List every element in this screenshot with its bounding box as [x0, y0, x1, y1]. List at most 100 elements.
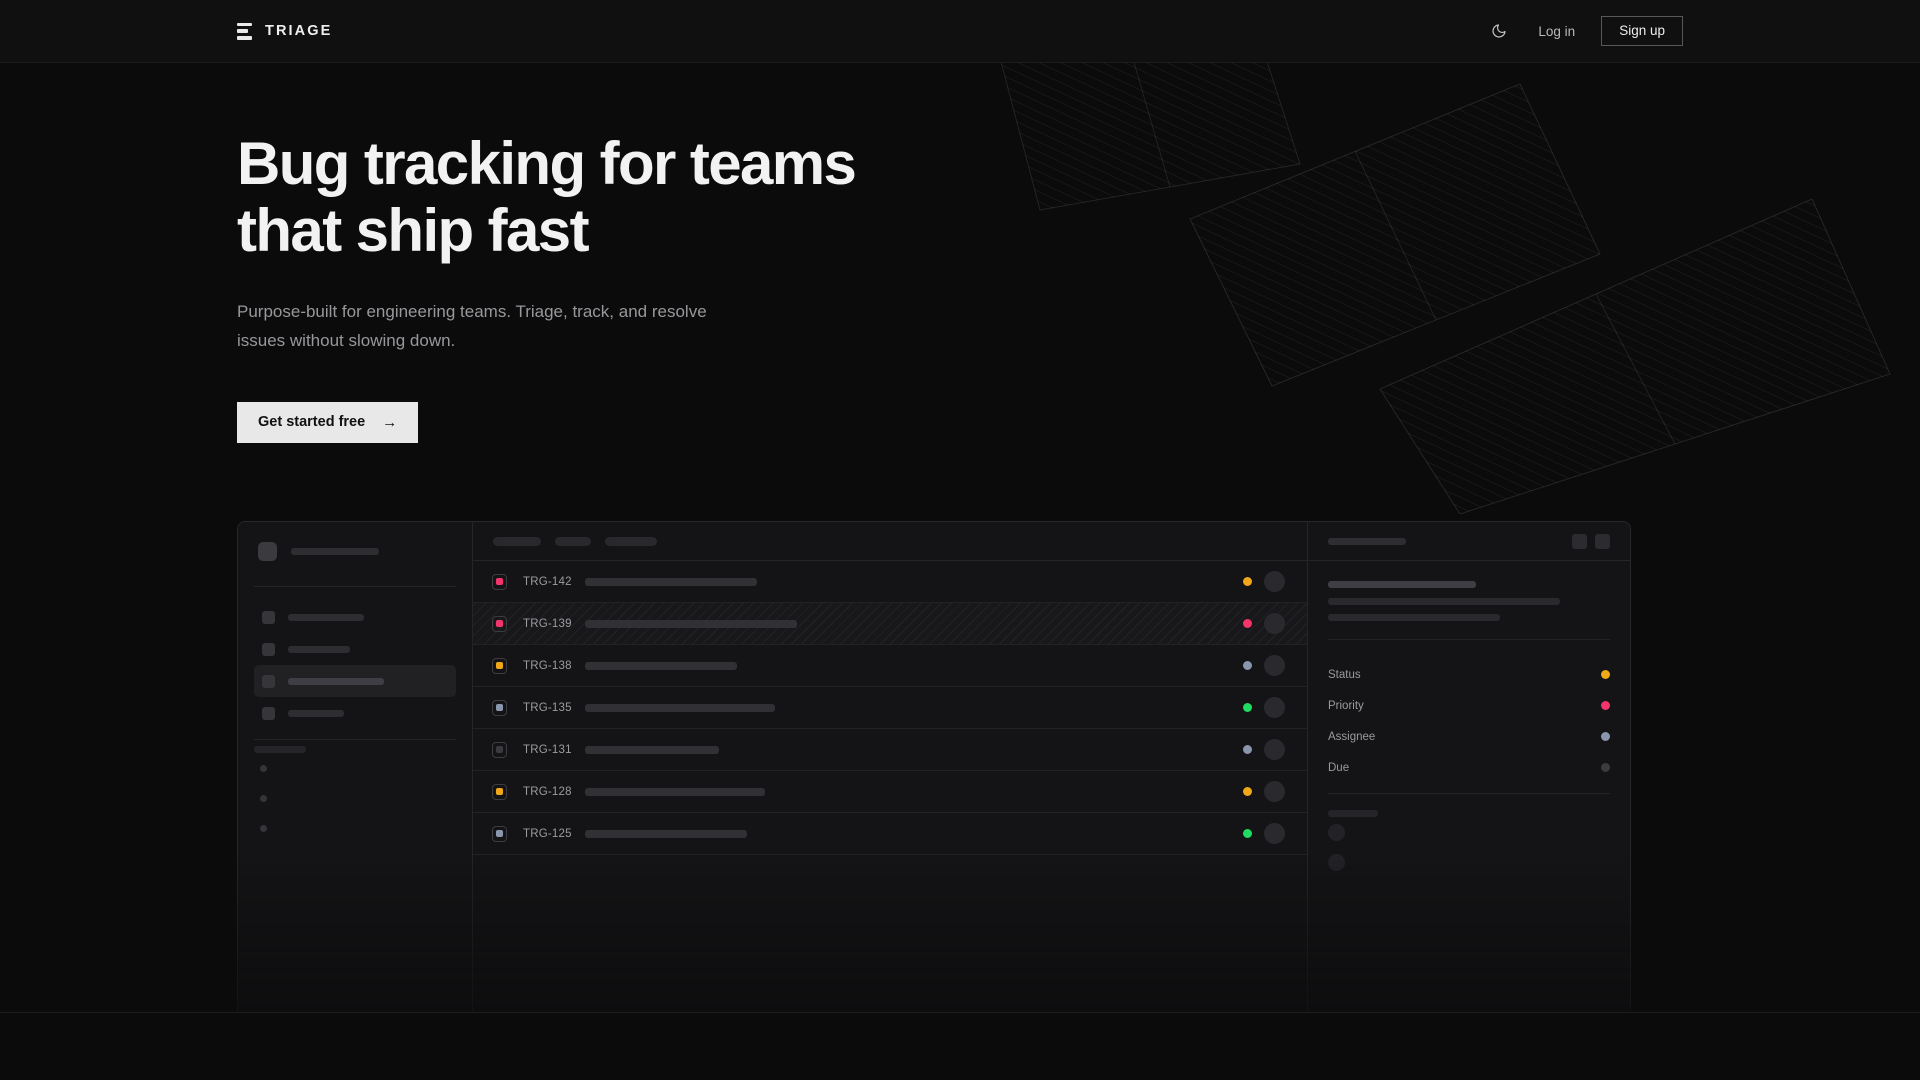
- detail-property-status[interactable]: Status: [1328, 659, 1610, 690]
- detail-action-button-0[interactable]: [1572, 533, 1587, 549]
- sidebar-nav-icon: [262, 610, 275, 624]
- sidebar-section-label-placeholder: [254, 746, 306, 753]
- issue-title-placeholder: [585, 829, 747, 838]
- avatar: [1264, 571, 1285, 592]
- issue-key: TRG-142: [523, 575, 572, 588]
- detail-action-buttons: [1572, 533, 1610, 549]
- avatar: [1264, 613, 1285, 634]
- brand-logo[interactable]: TRIAGE: [237, 22, 333, 40]
- row-meta: [1243, 613, 1285, 634]
- status-badge: [1243, 661, 1252, 670]
- table-row[interactable]: TRG-135: [473, 687, 1307, 729]
- hero-title-line-1: Bug tracking for teams: [237, 130, 857, 197]
- table-row[interactable]: TRG-139: [473, 603, 1307, 645]
- issue-title-placeholder: [585, 745, 719, 754]
- detail-description-line-1: [1328, 614, 1500, 621]
- detail-description-line-0: [1328, 598, 1560, 605]
- avatar: [1264, 823, 1285, 844]
- hero-section: Bug tracking for teams that ship fast Pu…: [0, 130, 1920, 443]
- sidebar-nav-label-placeholder: [288, 613, 364, 621]
- sidebar-nav-icon: [262, 642, 275, 656]
- activity-rows: [1328, 817, 1610, 877]
- sidebar-divider-top: [254, 586, 456, 587]
- login-link[interactable]: Log in: [1538, 23, 1576, 39]
- detail-title-placeholder: [1328, 581, 1476, 588]
- row-meta: [1243, 697, 1285, 718]
- sidebar-sub-item-2[interactable]: [254, 813, 456, 843]
- detail-property-label: Status: [1328, 668, 1361, 681]
- sidebar-nav-item-1[interactable]: [254, 633, 456, 665]
- table-row[interactable]: TRG-125: [473, 813, 1307, 855]
- issue-key: TRG-138: [523, 659, 572, 672]
- issue-title-placeholder: [585, 787, 765, 796]
- preview-nav: [254, 593, 456, 733]
- workspace-avatar: [258, 541, 277, 561]
- signup-button[interactable]: Sign up: [1601, 15, 1683, 47]
- workspace-name-placeholder: [291, 547, 379, 555]
- get-started-button[interactable]: Get started free →: [237, 401, 419, 443]
- sidebar-nav-label-placeholder: [288, 709, 344, 717]
- sidebar-nav-item-0[interactable]: [254, 601, 456, 633]
- sidebar-sub-item-1[interactable]: [254, 783, 456, 813]
- table-row[interactable]: TRG-128: [473, 771, 1307, 813]
- table-row[interactable]: TRG-131: [473, 729, 1307, 771]
- issue-key: TRG-125: [523, 827, 572, 840]
- sidebar-nav-label-placeholder: [288, 645, 350, 653]
- sidebar-nav-item-2[interactable]: [254, 665, 456, 697]
- table-row[interactable]: TRG-142: [473, 561, 1307, 603]
- row-meta: [1243, 571, 1285, 592]
- hero-title-line-2: that ship fast: [237, 197, 590, 265]
- priority-icon: [492, 699, 507, 716]
- priority-icon: [492, 657, 507, 674]
- sidebar-sub-item-dot: [260, 824, 267, 832]
- detail-property-label: Assignee: [1328, 730, 1376, 743]
- issue-title-placeholder: [585, 703, 775, 712]
- hero-subtitle: Purpose-built for engineering teams. Tri…: [237, 298, 717, 354]
- status-badge: [1243, 787, 1252, 796]
- hero-subtitle-line-2: resolve issues without slowing down.: [237, 302, 707, 350]
- status-badge: [1243, 829, 1252, 838]
- detail-property-assignee[interactable]: Assignee: [1328, 721, 1610, 752]
- activity-item-0: [1328, 817, 1610, 847]
- activity-label-placeholder: [1328, 810, 1378, 817]
- priority-icon: [492, 783, 507, 800]
- page-title: Bug tracking for teams that ship fast: [237, 130, 997, 264]
- detail-description-placeholder: [1328, 598, 1610, 621]
- sidebar-sub-item-0[interactable]: [254, 753, 456, 783]
- workspace-switcher[interactable]: [254, 522, 456, 580]
- detail-property-label: Due: [1328, 761, 1350, 774]
- toolbar-control-0[interactable]: [493, 536, 541, 546]
- detail-action-button-1[interactable]: [1595, 533, 1610, 549]
- detail-property-value-dot: [1601, 763, 1610, 772]
- issue-key: TRG-139: [523, 617, 572, 630]
- theme-toggle-button[interactable]: [1486, 18, 1512, 44]
- status-badge: [1243, 703, 1252, 712]
- avatar: [1328, 853, 1345, 871]
- hero-subtitle-line-1: Purpose-built for engineering teams. Tri…: [237, 302, 648, 322]
- detail-property-due[interactable]: Due: [1328, 752, 1610, 783]
- detail-divider-2: [1328, 793, 1610, 794]
- sidebar-nav-item-3[interactable]: [254, 697, 456, 729]
- brand-name: TRIAGE: [265, 23, 333, 39]
- detail-property-priority[interactable]: Priority: [1328, 690, 1610, 721]
- toolbar-control-1[interactable]: [555, 536, 591, 546]
- sidebar-sub-items: [254, 753, 456, 843]
- sidebar-nav-label-placeholder: [288, 677, 384, 685]
- avatar: [1264, 781, 1285, 802]
- issue-key: TRG-131: [523, 743, 572, 756]
- section-divider: [0, 1012, 1920, 1013]
- issue-title-placeholder: [585, 619, 797, 628]
- toolbar-control-2[interactable]: [605, 536, 657, 546]
- avatar: [1264, 655, 1285, 676]
- moon-icon: [1491, 23, 1507, 39]
- table-row[interactable]: TRG-138: [473, 645, 1307, 687]
- row-meta: [1243, 781, 1285, 802]
- row-meta: [1243, 823, 1285, 844]
- detail-property-label: Priority: [1328, 699, 1364, 712]
- avatar: [1328, 823, 1345, 841]
